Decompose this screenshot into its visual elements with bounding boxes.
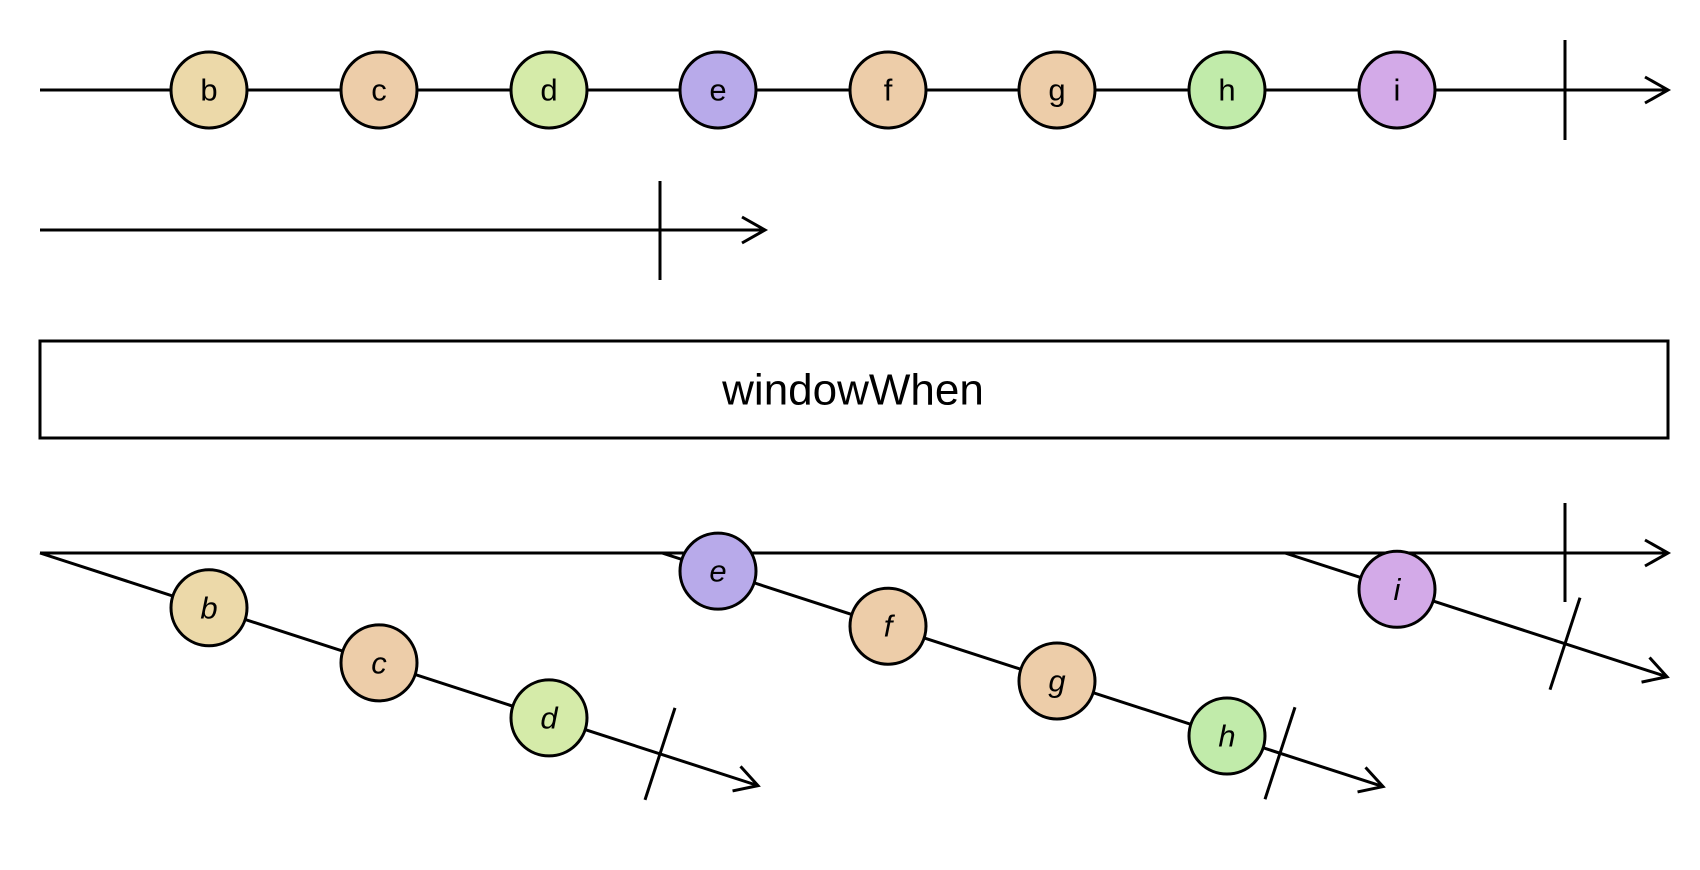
source-marble-f: f (848, 50, 928, 130)
marble-label: c (371, 645, 387, 680)
source-marble-c: c (339, 50, 419, 130)
window-marble-h: h (1187, 696, 1267, 776)
marble-label: g (1048, 663, 1065, 698)
marble-label: i (1394, 73, 1401, 108)
marble-circle (169, 50, 249, 130)
marble-label: h (1218, 719, 1235, 754)
window-marble-f: f (848, 586, 928, 666)
source-marble-h: h (1187, 50, 1267, 130)
marble-circle (339, 50, 419, 130)
window-marble-i: i (1357, 549, 1437, 629)
marble-label: d (540, 73, 557, 108)
marble-circle (1357, 549, 1437, 629)
marble-label: h (1218, 73, 1235, 108)
window-marble-d: d (509, 678, 589, 758)
window-arrowhead (1357, 766, 1386, 794)
marble-circle (1187, 696, 1267, 776)
marble-circle (1357, 50, 1437, 130)
marble-label: b (200, 590, 217, 625)
window-timeline (1284, 551, 1668, 679)
marble-circle (678, 531, 758, 611)
marble-label: e (709, 73, 726, 108)
source-marble-d: d (509, 50, 589, 130)
marble-circle (1017, 50, 1097, 130)
output-arrowhead (1644, 538, 1672, 568)
source-marble-b: b (169, 50, 249, 130)
window-marble-g: g (1017, 641, 1097, 721)
marble-circle (169, 568, 249, 648)
operator-box: windowWhen (38, 339, 1670, 440)
marble-label: i (1394, 572, 1402, 607)
window-3 (1284, 551, 1670, 691)
output-stream: b c d e f g h i (39, 503, 1672, 801)
source-marble-i: i (1357, 50, 1437, 130)
closing-notifier-stream (40, 181, 769, 280)
window-marble-b: b (169, 568, 249, 648)
closing-notifier-arrowhead (741, 215, 769, 245)
source-marble-e: e (678, 50, 758, 130)
window-complete-marker (1548, 597, 1582, 691)
marble-label: g (1048, 73, 1065, 108)
marble-circle (509, 678, 589, 758)
source-marble-g: g (1017, 50, 1097, 130)
window-arrowhead (732, 765, 761, 793)
marble-label: d (540, 700, 559, 735)
window-complete-marker (643, 707, 677, 801)
marble-circle (509, 50, 589, 130)
operator-rect (38, 339, 1670, 440)
operator-name: windowWhen (721, 366, 984, 415)
marble-circle (848, 586, 928, 666)
window-marbles: b c d e f g h i (169, 531, 1437, 776)
source-stream: b c d e f g h i (40, 40, 1672, 140)
marble-label: b (200, 73, 217, 108)
source-marbles: b c d e f g h i (169, 50, 1437, 130)
marble-circle (339, 623, 419, 703)
window-complete-marker (1263, 706, 1297, 800)
marble-label: c (371, 73, 387, 108)
source-arrowhead (1644, 75, 1672, 105)
marble-circle (678, 50, 758, 130)
marble-circle (1187, 50, 1267, 130)
window-marble-c: c (339, 623, 419, 703)
marble-circle (848, 50, 928, 130)
window-arrowhead (1641, 656, 1670, 684)
marble-label: f (884, 73, 893, 108)
window-marble-e: e (678, 531, 758, 611)
marble-label: e (709, 554, 726, 589)
marble-circle (1017, 641, 1097, 721)
